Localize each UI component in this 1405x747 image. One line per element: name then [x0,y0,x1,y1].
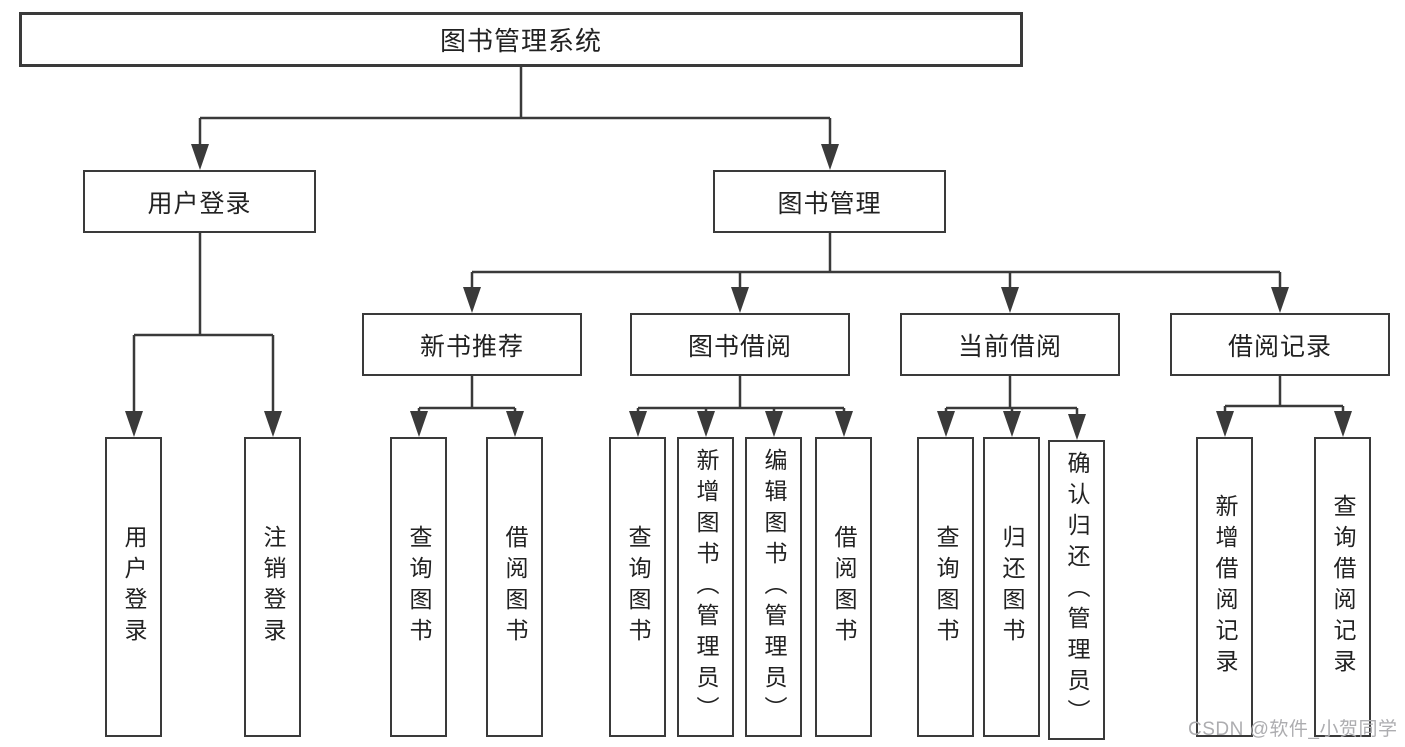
connector-user-login-children [132,233,275,415]
leaf-record-add-label: 新增借阅记录 [1212,494,1238,680]
leaf-newbook-borrow-label: 借阅图书 [502,525,528,649]
arrowheads [125,144,1352,440]
leaf-newbook-query: 查询图书 [390,437,447,737]
node-book-mgmt: 图书管理 [713,170,946,233]
node-book-borrow: 图书借阅 [630,313,850,376]
leaf-logout-label: 注销登录 [260,525,286,649]
node-borrow-record: 借阅记录 [1170,313,1390,376]
leaf-record-query-label: 查询借阅记录 [1330,494,1356,680]
leaf-user-login: 用户登录 [105,437,162,737]
leaf-bookborrow-add: 新增图书（管理员） [677,437,734,737]
node-book-borrow-label: 图书借阅 [687,332,792,361]
connector-newbook-children [417,376,517,415]
leaf-currentborrow-confirm-label: 确认归还（管理员） [1064,450,1090,730]
leaf-newbook-borrow: 借阅图书 [486,437,543,737]
node-newbook-recommend-label: 新书推荐 [419,332,524,361]
csdn-watermark: CSDN @软件_小贺同学 [1188,719,1398,740]
node-current-borrow-label: 当前借阅 [957,332,1062,361]
leaf-currentborrow-confirm: 确认归还（管理员） [1048,440,1105,740]
leaf-bookborrow-query: 查询图书 [609,437,666,737]
leaf-newbook-query-label: 查询图书 [406,525,432,649]
leaf-currentborrow-return-label: 归还图书 [999,525,1025,649]
node-user-login-label: 用户登录 [147,189,252,218]
leaf-bookborrow-add-label: 新增图书（管理员） [693,447,719,727]
node-user-login: 用户登录 [83,170,316,233]
node-root-label: 图书管理系统 [439,26,602,56]
leaf-currentborrow-query: 查询图书 [917,437,974,737]
connector-bookborrow-children [636,376,846,415]
node-borrow-record-label: 借阅记录 [1227,332,1332,361]
leaf-bookborrow-edit: 编辑图书（管理员） [745,437,802,737]
leaf-logout: 注销登录 [244,437,301,737]
connector-borrowrecord-children [1223,376,1345,415]
leaf-bookborrow-borrow-label: 借阅图书 [831,525,857,649]
leaf-bookborrow-edit-label: 编辑图书（管理员） [761,447,787,727]
leaf-currentborrow-query-label: 查询图书 [933,525,959,649]
leaf-currentborrow-return: 归还图书 [983,437,1040,737]
leaf-bookborrow-borrow: 借阅图书 [815,437,872,737]
leaf-bookborrow-query-label: 查询图书 [625,525,651,649]
node-book-mgmt-label: 图书管理 [777,189,882,218]
connector-root-to-level2 [198,67,832,150]
leaf-record-add: 新增借阅记录 [1196,437,1253,737]
leaf-user-login-label: 用户登录 [121,525,147,649]
node-root: 图书管理系统 [19,12,1023,67]
leaf-record-query: 查询借阅记录 [1314,437,1371,737]
node-current-borrow: 当前借阅 [900,313,1120,376]
connector-book-mgmt-children [470,233,1282,291]
node-newbook-recommend: 新书推荐 [362,313,582,376]
